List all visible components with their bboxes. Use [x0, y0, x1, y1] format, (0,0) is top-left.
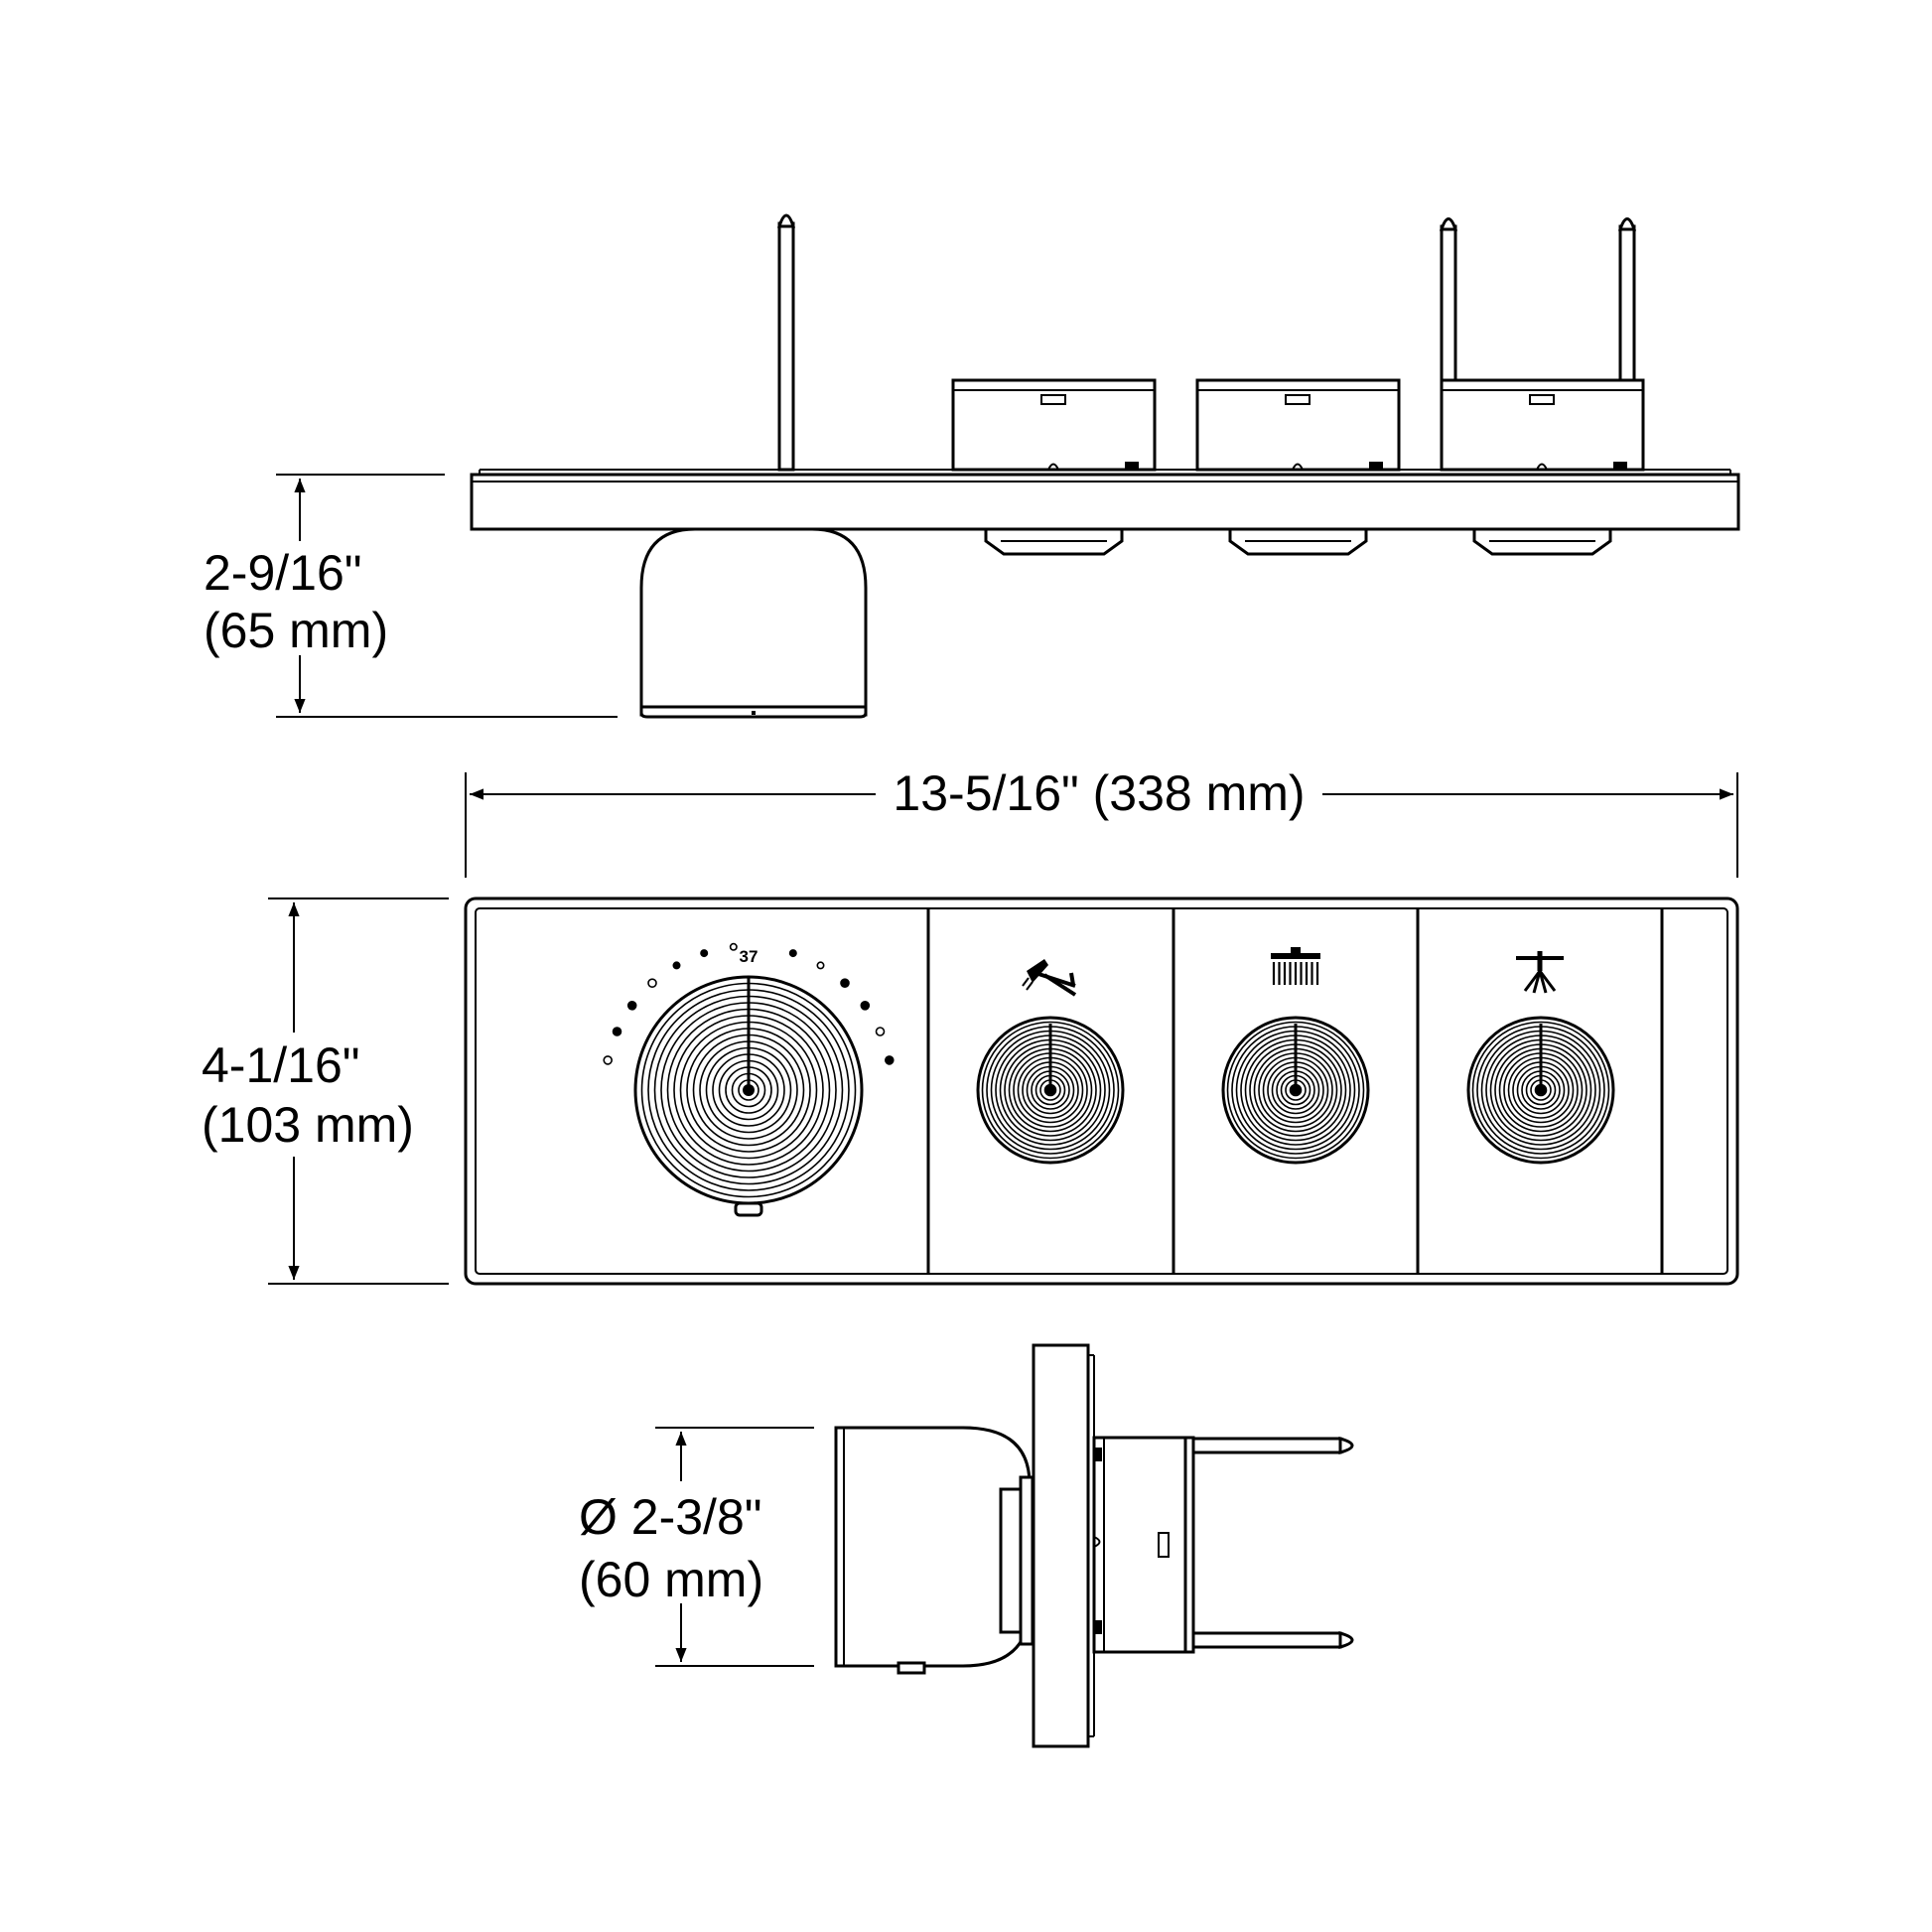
valve-box-2: [1195, 378, 1401, 472]
dial-scale-dots: [603, 942, 895, 1065]
thermostat-dial: 37: [603, 942, 895, 1217]
dim-height-side-metric: (65 mm): [204, 603, 388, 658]
dim-height-front-imperial: 4-1/16": [202, 1037, 360, 1093]
thermostat-knob-side: [639, 527, 868, 719]
knob-end: [834, 1426, 1035, 1675]
handshower-icon: [1022, 959, 1077, 997]
trim-plate-side: [470, 469, 1740, 531]
pin-right-b: [1617, 217, 1637, 399]
knob-side-2: [1228, 527, 1368, 556]
diverter-knob-3: [1466, 1016, 1615, 1165]
knob-2-ring: [1226, 1021, 1365, 1160]
dim-diameter-imperial: Ø 2-3/8": [579, 1489, 762, 1545]
scale-dot: [884, 1055, 895, 1065]
valve-body-end: [1092, 1436, 1195, 1654]
scale-dot: [626, 1000, 637, 1011]
scale-dot: [603, 1055, 614, 1065]
top-view: 2-9/16" (65 mm): [204, 213, 1740, 719]
scale-dot: [788, 949, 797, 958]
dim-diameter: Ø 2-3/8" (60 mm): [579, 1427, 814, 1667]
scale-dot: [729, 942, 738, 951]
scale-dot: [647, 978, 657, 989]
dial-marking: 37: [740, 947, 759, 966]
valve-box-1: [951, 378, 1157, 472]
scale-dot: [860, 1000, 871, 1011]
scale-dot: [875, 1027, 886, 1036]
valve-box-3: [1440, 378, 1645, 472]
dim-diameter-metric: (60 mm): [579, 1552, 763, 1607]
dim-height-front-metric: (103 mm): [202, 1097, 414, 1153]
dim-height-side: 2-9/16" (65 mm): [204, 474, 618, 718]
scale-dot: [840, 978, 850, 989]
scale-dot: [672, 961, 681, 970]
rain-shower-icon: [1271, 947, 1320, 985]
dim-height-front: 4-1/16" (103 mm): [202, 897, 449, 1285]
diverter-knob-2: [1221, 1016, 1370, 1165]
scale-dot: [816, 961, 825, 970]
knob-side-3: [1472, 527, 1612, 556]
knob-3-ring: [1471, 1021, 1610, 1160]
pins-end: [1191, 1436, 1354, 1650]
body-spray-icon: [1516, 951, 1564, 994]
front-view: 37: [202, 897, 1739, 1286]
trim-plate-end: [1032, 1343, 1095, 1748]
dim-height-side-imperial: 2-9/16": [204, 545, 362, 601]
scale-dot: [700, 949, 709, 958]
pin-right-a: [1439, 217, 1458, 399]
scale-dot: [612, 1027, 622, 1036]
dim-width-text: 13-5/16" (338 mm): [893, 765, 1305, 821]
diverter-knob-1: [976, 1016, 1125, 1165]
knob-1-ring: [981, 1021, 1120, 1160]
dim-width: 13-5/16" (338 mm): [465, 765, 1738, 878]
pin-left: [776, 213, 796, 472]
end-view: Ø 2-3/8" (60 mm): [579, 1343, 1354, 1748]
knob-side-1: [984, 527, 1124, 556]
